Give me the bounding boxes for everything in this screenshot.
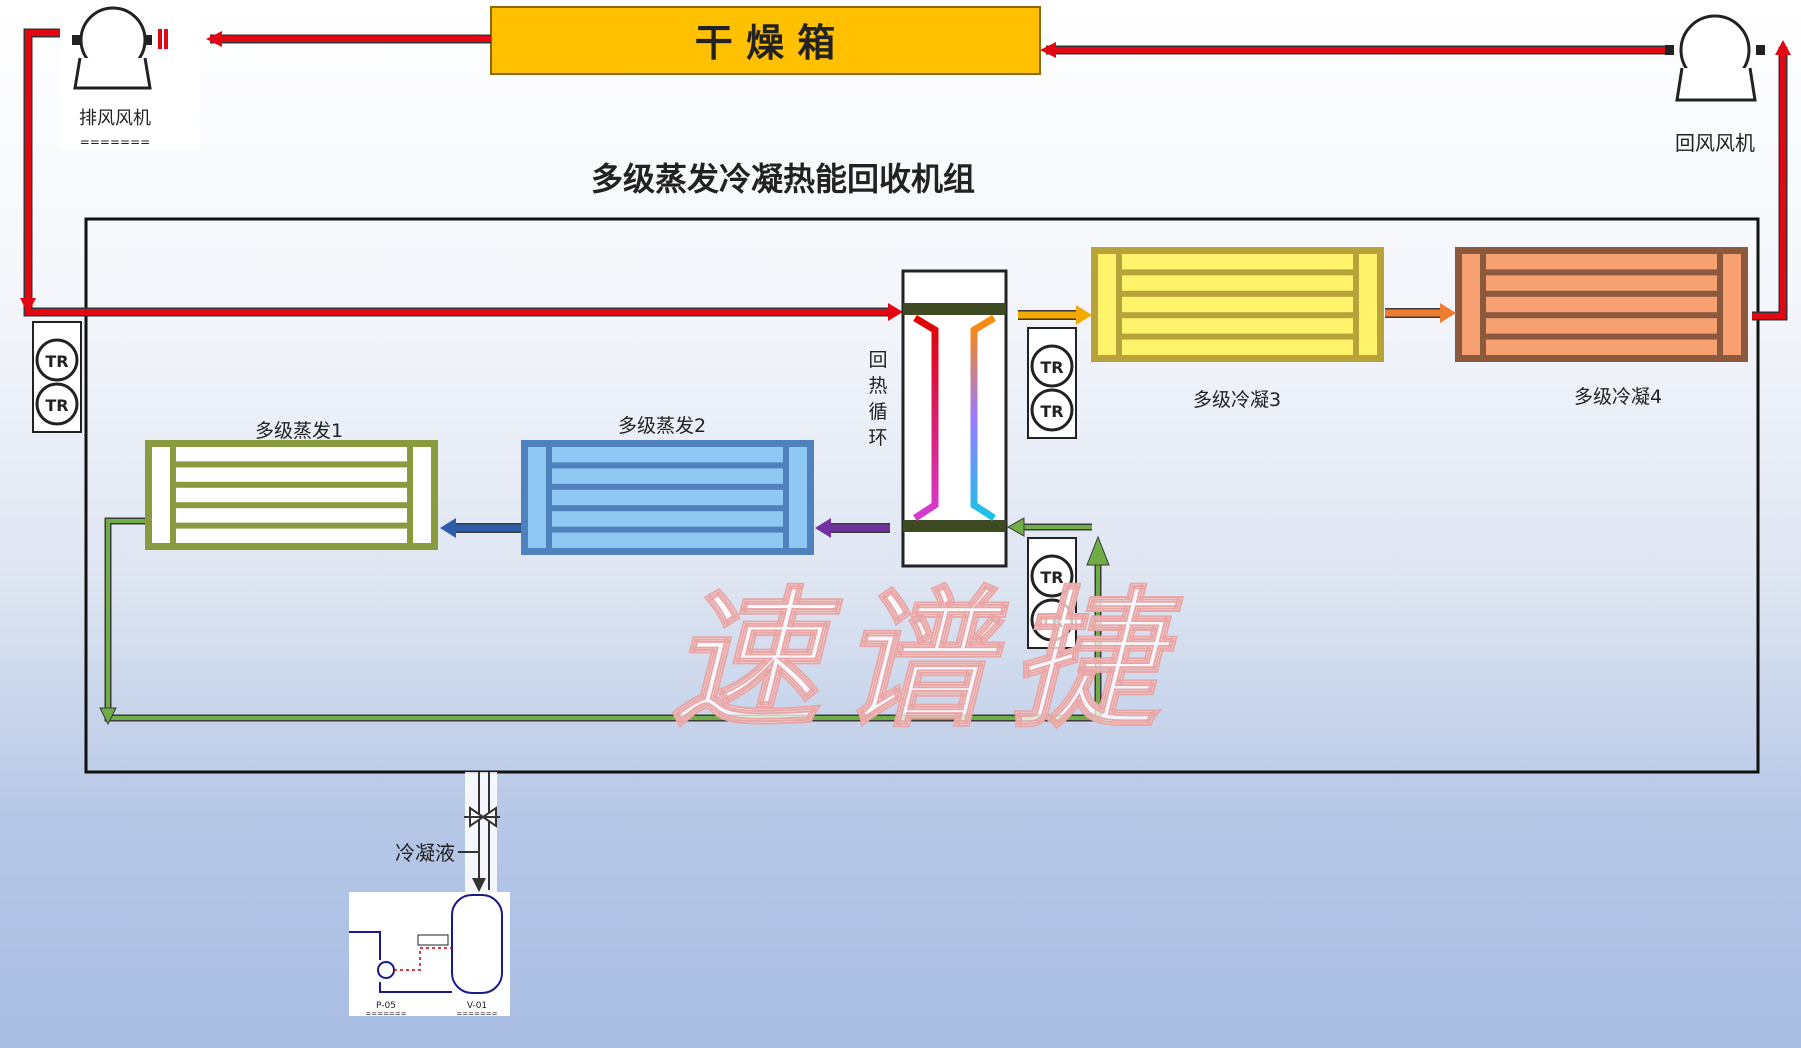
hot-air-lines [20,28,1791,321]
heat-recovery-exchanger: 回 热 循 环 [868,269,1008,568]
coil-tube [1122,254,1353,270]
coil-header-left [152,447,170,543]
coil-tube [176,447,407,462]
coil-tube [552,532,783,548]
pump-icon [377,961,395,979]
condenser-3-label: 多级冷凝3 [1193,389,1281,411]
condenser-4: 多级冷凝4 [1455,247,1748,408]
evaporator-2-label: 多级蒸发2 [618,415,706,437]
condensate-tank-system: P-05 V-01 ======= ======= [349,892,510,1018]
heat-recovery-label-4: 环 [868,427,887,449]
sensor-left-icon: TR TR [32,321,82,433]
evaporator-1-label: 多级蒸发1 [255,420,343,442]
svg-text:TR: TR [45,396,68,415]
coil-header-left [1462,254,1480,355]
coil-tube [1122,296,1353,313]
svg-text:TR: TR [45,352,68,371]
tank-tag: V-01 [467,1001,487,1011]
coil-tube [552,468,783,484]
coil-header-left [528,447,546,548]
coil-header-right [1359,254,1377,355]
coil-header-left [1098,254,1116,355]
coil-tube [552,511,783,527]
coil-tube [176,467,407,482]
diagram-title: 多级蒸发冷凝热能回收机组 [591,160,975,198]
flow-arrows [440,303,1456,538]
coil-tube [1122,339,1353,355]
coil-header-right [413,447,431,543]
sensor-mid-top-icon: TR TR [1027,327,1077,439]
tank-icon [451,894,503,994]
exhaust-fan-label: 排风风机 [79,108,151,129]
coil-header-right [789,447,807,548]
svg-text:TR: TR [1040,358,1063,377]
return-fan: 回风风机 [1665,14,1765,155]
coil-tube [1486,339,1717,355]
coil-tube [1122,275,1353,291]
svg-text:TR: TR [1040,568,1063,587]
coil-tube [552,489,783,506]
pump-tag-sub: ======= [365,1010,406,1018]
coil-tube [1486,254,1717,270]
sensor-mid-bottom-icon: TR TR [1027,537,1077,649]
coil-tube [176,487,407,503]
coil-tube [176,508,407,523]
unit-frame [84,217,1760,774]
heat-recovery-label-2: 热 [868,375,887,397]
pump-tag: P-05 [376,1001,396,1011]
exhaust-fan: 排风风机 ======= [60,0,200,150]
coil-tube [1486,275,1717,291]
heat-recovery-label-3: 循 [868,401,887,423]
tank-tag-sub: ======= [456,1010,497,1018]
condensate-outlet: 冷凝液 [395,772,500,892]
evaporator-1: 多级蒸发1 [145,420,438,550]
condenser-4-label: 多级冷凝4 [1574,386,1662,408]
coil-tube [1122,318,1353,334]
coil-tube [552,447,783,463]
watermark: 速谱捷 [670,572,1183,748]
return-air-lines [99,517,1110,726]
condenser-3: 多级冷凝3 [1091,247,1384,411]
evaporator-2: 多级蒸发2 [521,415,814,555]
coil-header-right [1723,254,1741,355]
coil-tube [1486,296,1717,313]
drying-box: 干 燥 箱 [490,6,1041,75]
svg-text:TR: TR [1040,402,1063,421]
return-fan-label: 回风风机 [1675,131,1755,155]
condensate-label: 冷凝液 [395,841,455,865]
drying-box-label: 干 燥 箱 [695,21,835,65]
coil-tube [176,528,407,543]
exhaust-fan-sub: ======= [80,135,150,149]
coil-tube [1486,318,1717,334]
heat-recovery-label-1: 回 [868,349,887,371]
svg-text:TR: TR [1040,612,1063,631]
